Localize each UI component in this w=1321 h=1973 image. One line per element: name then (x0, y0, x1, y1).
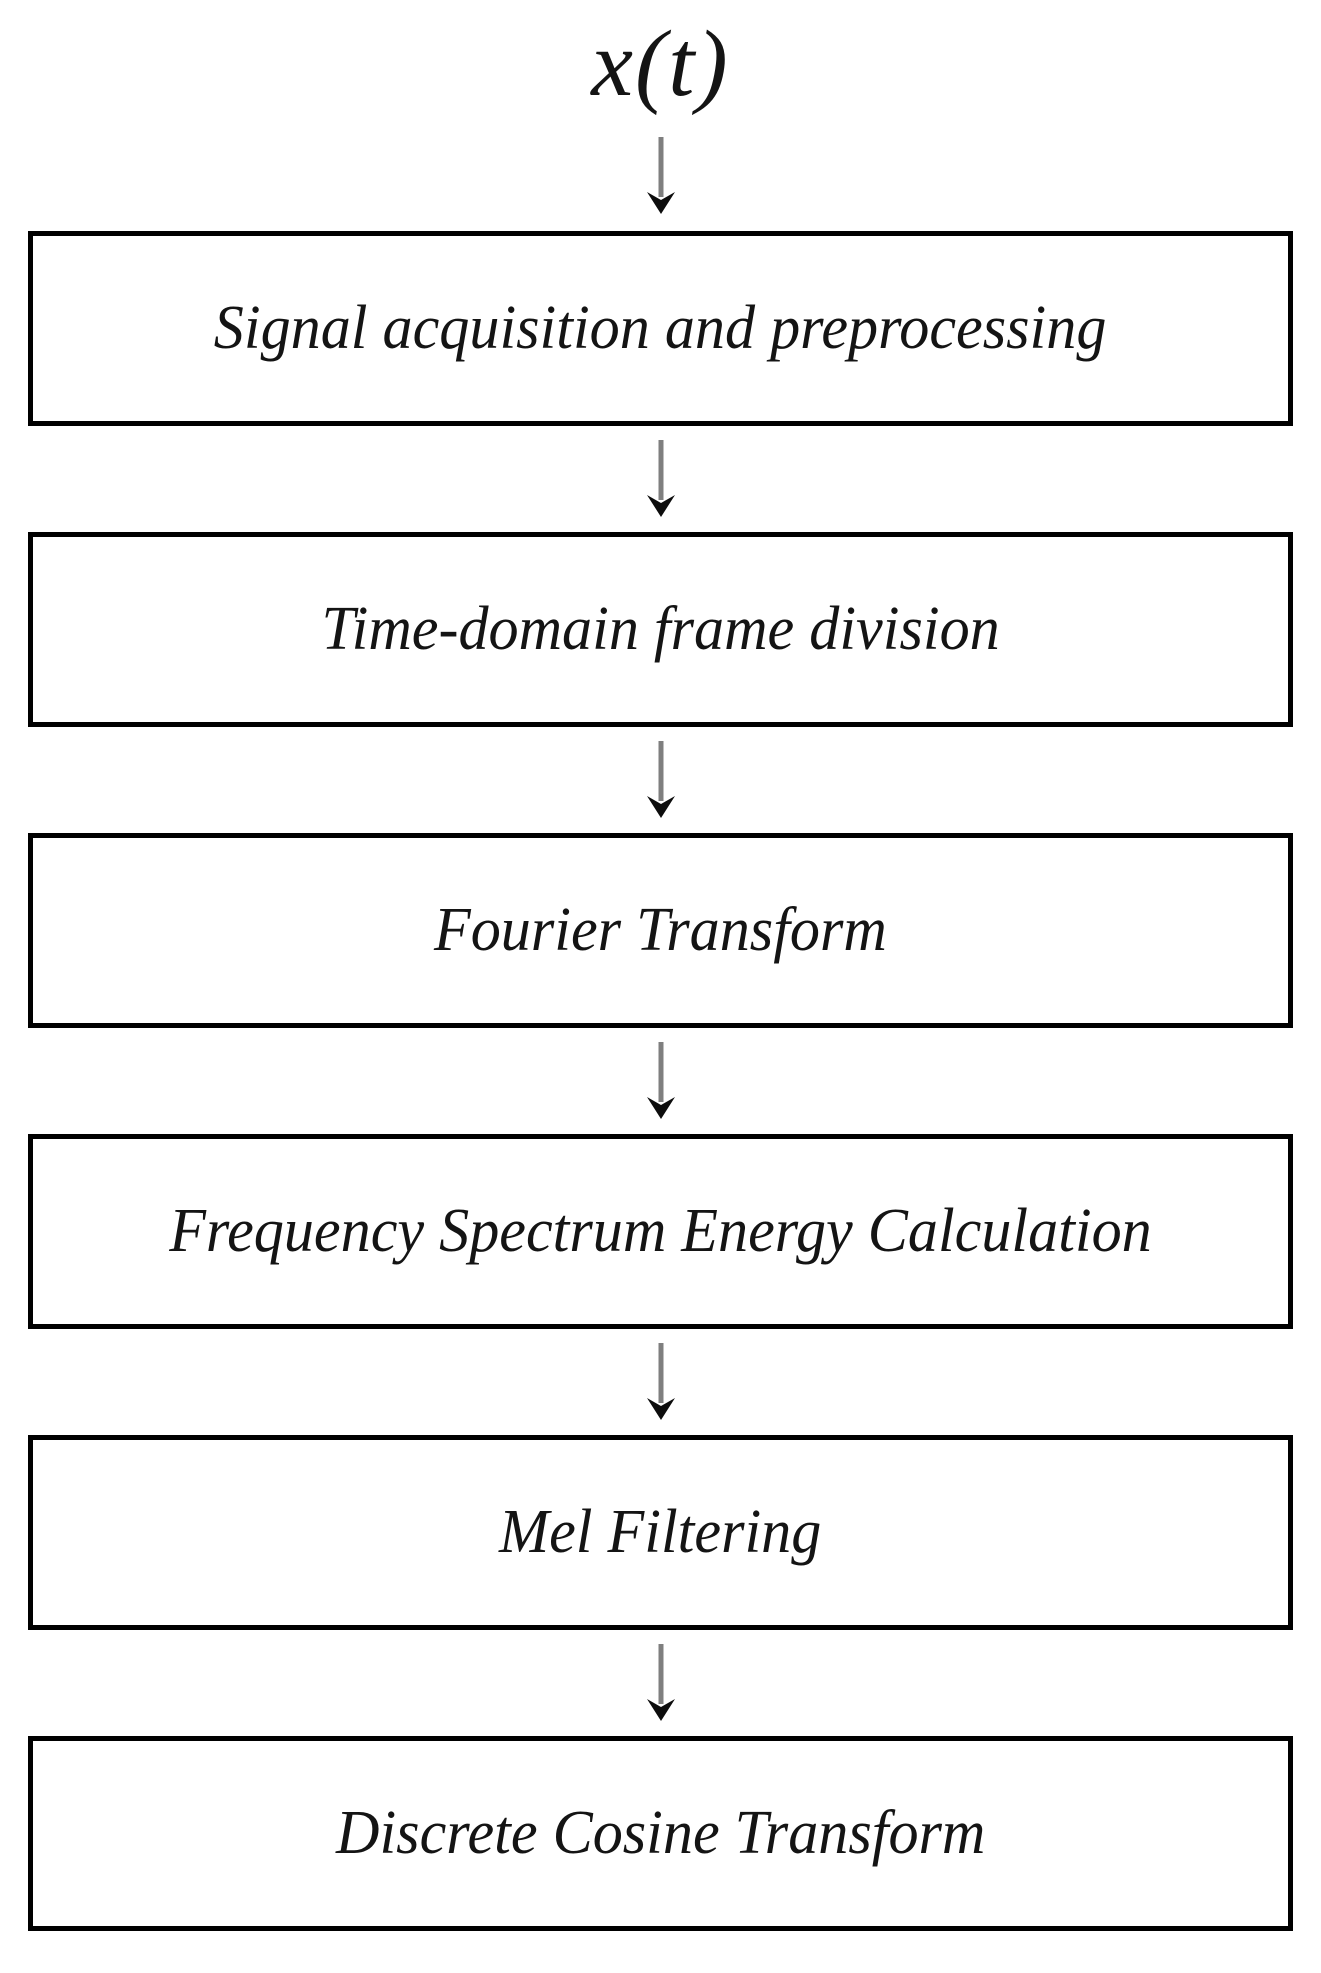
step-box-signal-acquisition: Signal acquisition and preprocessing (28, 230, 1293, 426)
step-box-discrete-cosine-transform: Discrete Cosine Transform (28, 1735, 1293, 1931)
step-box-spectrum-energy: Frequency Spectrum Energy Calculation (28, 1133, 1293, 1329)
step-label: Frequency Spectrum Energy Calculation (169, 1197, 1152, 1266)
step-box-mel-filtering: Mel Filtering (28, 1434, 1293, 1630)
step-label: Signal acquisition and preprocessing (214, 294, 1107, 363)
step-box-fourier-transform: Fourier Transform (28, 832, 1293, 1028)
down-arrow-icon (646, 439, 675, 517)
input-signal-label: x(t) (591, 12, 730, 116)
down-arrow-icon (646, 740, 675, 818)
step-label: Mel Filtering (499, 1498, 822, 1567)
down-arrow-icon (646, 1041, 675, 1119)
step-box-frame-division: Time-domain frame division (28, 531, 1293, 727)
step-label: Time-domain frame division (321, 595, 1000, 664)
down-arrow-icon (646, 136, 675, 214)
down-arrow-icon (646, 1643, 675, 1721)
down-arrow-icon (646, 1342, 675, 1420)
step-label: Discrete Cosine Transform (335, 1799, 986, 1868)
step-label: Fourier Transform (434, 896, 887, 965)
